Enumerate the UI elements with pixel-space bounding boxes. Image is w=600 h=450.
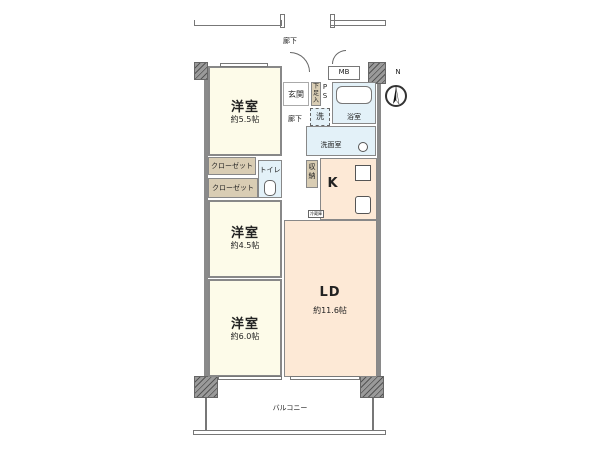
storage xyxy=(306,160,318,188)
ld-size: 約11.6帖 xyxy=(313,306,347,315)
toilet-bowl-icon xyxy=(264,180,276,196)
washroom-label: 洗面室 xyxy=(320,141,342,149)
fridge xyxy=(308,210,324,218)
ld-name: LD xyxy=(319,285,341,300)
living-dining xyxy=(284,220,377,377)
pillar-top-right xyxy=(368,62,386,84)
stove-icon xyxy=(355,165,371,181)
western1-name: 洋室 xyxy=(230,100,259,115)
western2-name: 洋室 xyxy=(230,226,259,241)
western2-size: 約4.5帖 xyxy=(230,241,260,250)
entrance-door[interactable] xyxy=(290,52,310,72)
sink-icon xyxy=(358,142,368,152)
window-bottom-1 xyxy=(218,376,282,380)
hallway-label: 廊下 xyxy=(288,115,302,123)
washer xyxy=(310,108,330,126)
closet-1 xyxy=(208,157,256,175)
corridor-wall-left-post xyxy=(280,14,285,28)
storage-label: 収納 xyxy=(308,163,316,180)
western-room-1 xyxy=(208,66,282,156)
western-room-2 xyxy=(208,200,282,278)
closet1-label: クローゼット xyxy=(211,162,253,170)
pillar-bottom-left xyxy=(194,376,218,398)
closet2-label: クローゼット xyxy=(212,184,254,192)
bath-label: 浴室 xyxy=(347,113,361,121)
corridor-label: 廊下 xyxy=(283,37,297,45)
toilet-label: トイレ xyxy=(259,166,281,174)
compass-icon xyxy=(385,85,407,107)
shoe-box-label: 下足入 xyxy=(312,83,319,104)
western3-name: 洋室 xyxy=(230,317,259,332)
mb xyxy=(328,66,360,80)
shoe-box xyxy=(311,82,321,106)
western3-size: 約6.0帖 xyxy=(230,332,260,341)
compass-needle-icon xyxy=(393,86,400,105)
bathtub-icon xyxy=(336,86,372,104)
outer-wall-right xyxy=(377,62,381,382)
mb-door[interactable] xyxy=(332,50,346,64)
closet-2 xyxy=(208,178,258,198)
entrance xyxy=(283,82,309,106)
outer-wall-left xyxy=(204,62,208,382)
kitchen-sink-icon xyxy=(355,196,371,214)
balcony-label: バルコニー xyxy=(272,404,308,412)
washer-label: 洗 xyxy=(316,112,324,121)
entrance-label: 玄関 xyxy=(288,90,304,99)
balcony-rail xyxy=(193,430,386,435)
ps-label: PS xyxy=(322,83,328,100)
corridor-wall-right xyxy=(330,20,386,26)
western1-size: 約5.5帖 xyxy=(230,115,260,124)
balcony-post-left xyxy=(205,398,207,430)
pillar-bottom-right xyxy=(360,376,384,398)
window-bottom-2 xyxy=(290,376,360,380)
balcony-post-right xyxy=(372,398,374,430)
pillar-top-left xyxy=(194,62,208,80)
mb-label: MB xyxy=(338,68,350,76)
corridor-wall-left xyxy=(194,20,282,26)
kitchen-label: K xyxy=(327,176,339,191)
compass-north-label: N xyxy=(395,68,401,76)
fridge-label: 冷蔵庫 xyxy=(310,211,322,216)
window-western1 xyxy=(220,63,268,67)
corridor-wall-right-post xyxy=(330,14,335,28)
